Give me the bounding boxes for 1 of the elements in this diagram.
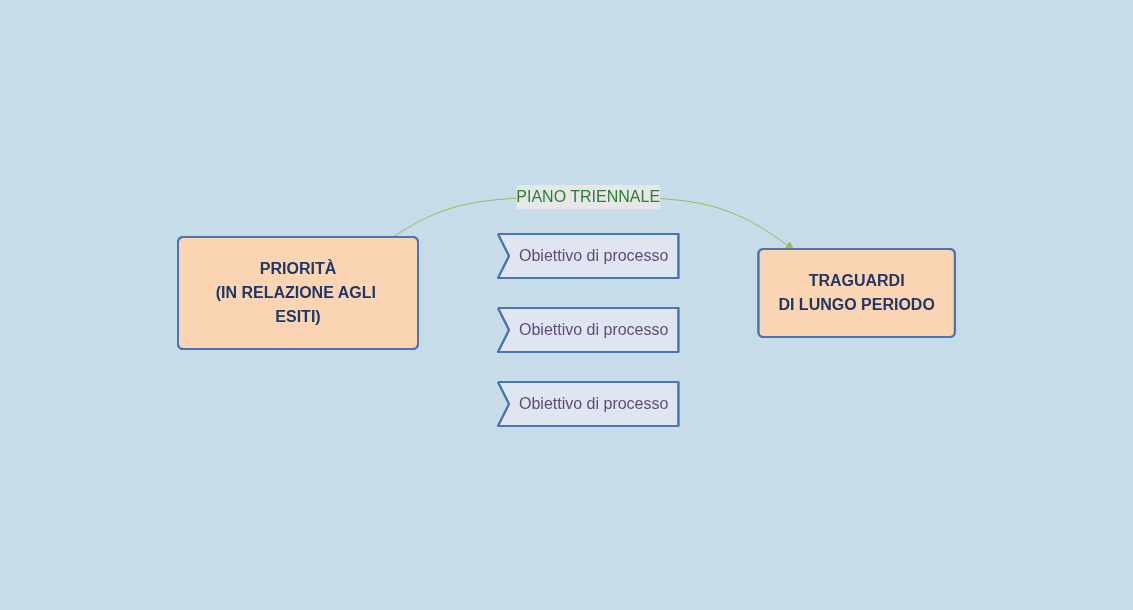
edge-label: PIANO TRIENNALE <box>516 187 661 205</box>
